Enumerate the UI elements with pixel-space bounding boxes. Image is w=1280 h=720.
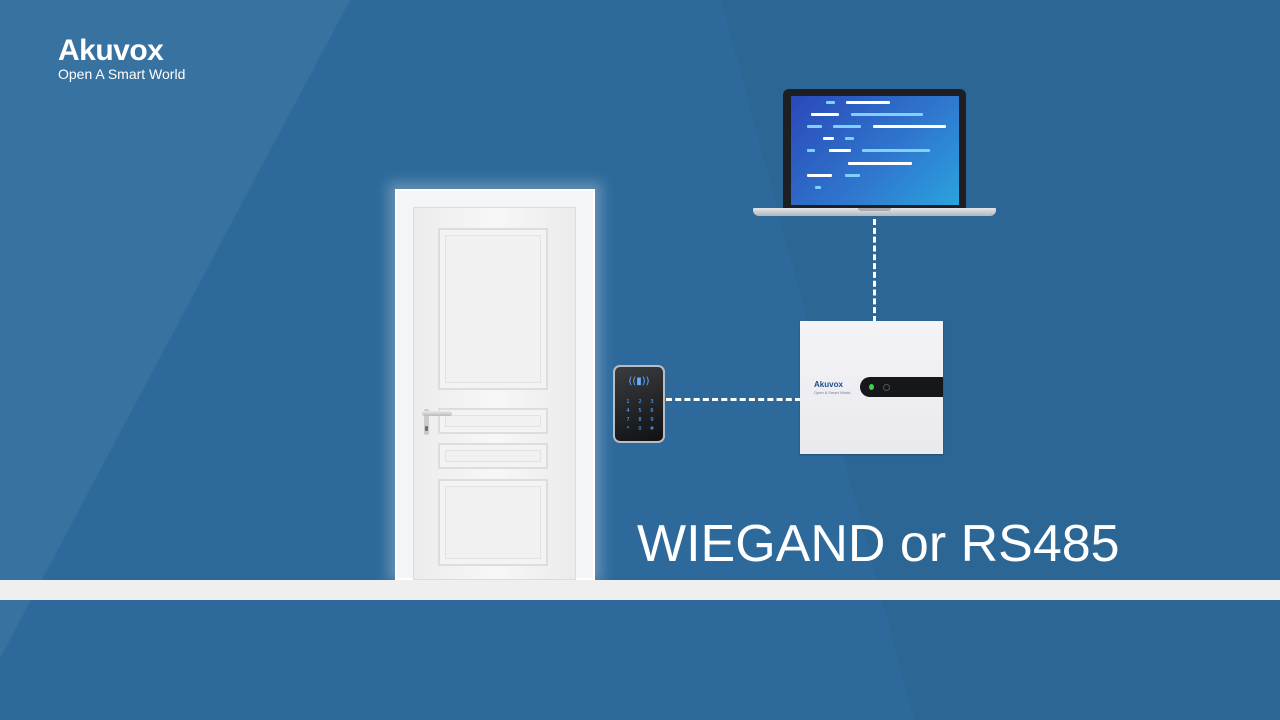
laptop-screen-code [791, 96, 959, 205]
keypad-key: 8 [638, 417, 642, 423]
code-line [873, 125, 946, 128]
code-line [811, 113, 839, 116]
rfid-icon: ((▮)) [628, 376, 650, 387]
network-wire [873, 219, 876, 322]
access-controller: Akuvox Open A Smart World [800, 321, 943, 454]
keypad-key: * [626, 426, 630, 432]
keypad-key: 5 [638, 408, 642, 414]
keypad-reader: ((▮)) 1 2 3 4 5 6 7 8 9 * 0 # [613, 365, 665, 443]
wiegand-wire [666, 398, 801, 401]
door-handle-plate [424, 409, 429, 435]
door-panel-rail-1 [438, 408, 548, 434]
keypad-key: 0 [638, 426, 642, 432]
code-line [845, 174, 860, 177]
logo-tagline: Open A Smart World [58, 66, 186, 82]
code-line [845, 137, 854, 140]
code-line [807, 149, 815, 152]
logo-brand: Akuvox [58, 34, 164, 67]
power-led-icon [883, 384, 890, 391]
caption-text: WIEGAND or RS485 [637, 515, 1120, 573]
keypad-key: 3 [650, 399, 654, 405]
keypad-key: 4 [626, 408, 630, 414]
akuvox-logo: Akuvox Open A Smart World [58, 34, 186, 83]
keypad-key: 6 [650, 408, 654, 414]
controller-brand: Akuvox [814, 380, 843, 389]
keypad-key: 1 [626, 399, 630, 405]
controller-indicator-strip [860, 377, 943, 397]
code-line [826, 101, 835, 104]
door-handle [422, 411, 452, 416]
keypad-key: 9 [650, 417, 654, 423]
code-line [862, 149, 930, 152]
laptop-notch [858, 208, 891, 211]
keyhole-icon [425, 426, 428, 431]
door-panel-rail-2 [438, 443, 548, 469]
code-line [846, 101, 890, 104]
floor [0, 580, 1280, 600]
code-line [807, 174, 832, 177]
status-led-icon [869, 384, 874, 390]
keypad: 1 2 3 4 5 6 7 8 9 * 0 # [622, 399, 658, 432]
controller-tagline: Open A Smart World [814, 390, 851, 395]
code-line [851, 113, 923, 116]
door-panel-top [438, 228, 548, 390]
code-line [815, 186, 821, 189]
keypad-key: 7 [626, 417, 630, 423]
code-line [848, 162, 912, 165]
keypad-key: # [649, 426, 655, 432]
keypad-key: 2 [638, 399, 642, 405]
code-line [829, 149, 851, 152]
door-panel-bottom [438, 479, 548, 566]
code-line [823, 137, 834, 140]
code-line [833, 125, 861, 128]
laptop-base [753, 208, 996, 216]
code-line [807, 125, 822, 128]
